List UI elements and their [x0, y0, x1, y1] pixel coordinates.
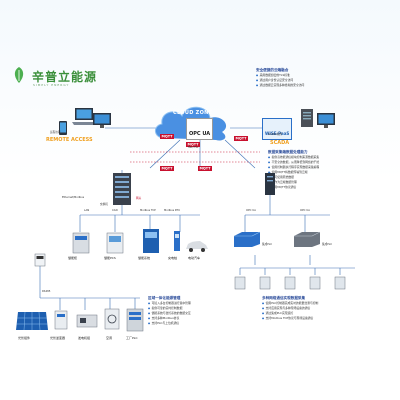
hvac-label: 空调 — [106, 336, 113, 340]
compat-item: 不安全的数据，从而降低到网络的干扰 — [268, 160, 393, 165]
remote-laptop-icon — [72, 106, 98, 132]
energy-item: 支持多种Modbus协议 — [148, 316, 258, 321]
ems-title: 多种网络通信实现数据采集 — [262, 296, 306, 300]
scada-caption: SCADA — [270, 140, 290, 146]
wise-label: WISE-PaaS — [265, 130, 290, 136]
ess-cabinet-icon — [142, 228, 160, 258]
scada-server-icon — [300, 108, 314, 132]
generator-icon — [76, 312, 98, 332]
compat-item: 可作为云端数据管理 — [268, 180, 393, 185]
ems-item: 通过集成PLC实现遥控 — [262, 311, 387, 316]
compat-title: 数据采集端数据处理能力 — [268, 150, 308, 154]
compat-item: 使用MQTT将数据传输到云端 — [268, 170, 393, 175]
compat-panel: 数据采集端数据处理能力 提供高效能通信模块控制来源数据采集 不安全的数据，从而降… — [268, 150, 393, 190]
security-title: 安全便捷的云端融合 — [256, 68, 289, 72]
ems-item: 支持Modbus TCP协议与现场设备通信 — [262, 316, 387, 321]
mqtt-label: MQTT — [186, 141, 200, 147]
energy-panel: 区域一体化能源管理 可接入多台控制器进行集中管理 提供可靠的实时控制数据 储能系… — [148, 296, 258, 326]
field-device-icon — [234, 275, 246, 294]
plc-b-icon — [292, 230, 322, 252]
pv-inverter-label: 光伏逆变器 — [50, 336, 66, 340]
generator-label: 发电机组 — [78, 336, 91, 340]
factory-plc-icon — [126, 308, 144, 336]
pv-panel-icon — [14, 310, 50, 338]
mqtt-band-badge-right: MQTT — [198, 154, 212, 173]
cloud-zone-label: CLOUD ZONE — [173, 110, 213, 116]
can-label: CAN — [112, 209, 118, 212]
ev-label: 充电桩 — [168, 256, 178, 260]
ssl-label: SSL/TSL — [188, 146, 199, 149]
mqtt-label: MQTT — [198, 165, 212, 171]
mqtt-label: MQTT — [160, 165, 174, 171]
mqtt-band-badge-left: MQTT — [160, 154, 174, 173]
ev-charger-icon — [172, 230, 182, 256]
energy-item: 储能系统与监控系统的数据交互 — [148, 311, 258, 316]
security-item: 采用数据加密的TLS标准 — [256, 73, 381, 78]
mqtt-label: MQTT — [234, 135, 248, 141]
hvac-icon — [104, 308, 120, 334]
ess-label: 储能系统 — [138, 256, 151, 260]
brand-name: 辛普立能源 — [32, 70, 98, 84]
remote-monitor-icon — [92, 112, 114, 136]
security-item: 通过用户身份认证安全访问 — [256, 78, 381, 83]
router-label: 交换机 — [100, 203, 108, 206]
lan-label: LAN — [84, 209, 90, 212]
right-switch-icon — [264, 172, 276, 200]
meter-icon — [34, 252, 46, 271]
compat-item: 不可使用原始数据 — [268, 175, 393, 180]
field-device-icon — [334, 275, 346, 294]
mqtt-badge-center: MQTT — [186, 130, 200, 149]
brand-logo-icon — [10, 66, 28, 84]
pv-label: 光伏组件 — [18, 336, 31, 340]
energy-item: 支持PLC与上位机通信 — [148, 321, 258, 326]
gateway-cabinet-icon — [112, 172, 132, 210]
ems-panel: 多种网络通信实现数据采集 使用PLC控制器完成实时的能量监测与控制 支持应用实现… — [262, 296, 387, 321]
gateway-label: 网关 — [136, 197, 142, 200]
modbus-rtu-label: Modbus RTU — [164, 209, 181, 212]
factory-plc-label: 工厂PLC — [126, 336, 138, 340]
pv-inverter-icon — [54, 310, 68, 334]
storage-cabinet-label: 储能柜 — [68, 256, 78, 260]
brand-tagline: SIMPLY ENERGY — [33, 83, 70, 87]
plc-a-icon — [232, 230, 262, 252]
pcs-label: 储能PCS — [104, 256, 116, 260]
plc-a-label: 集成PLC — [262, 243, 273, 246]
energy-title: 区域一体化能源管理 — [148, 296, 181, 300]
compat-item: 使用MQTT协议通信 — [268, 185, 393, 190]
storage-cabinet-icon — [72, 232, 90, 258]
plc-b-label: 集成PLC — [322, 243, 333, 246]
mqtt-badge-right: MQTT — [234, 124, 248, 143]
ethernet-label: Ethernet/Modbus — [62, 196, 85, 199]
wise-badge: WISE-PaaS — [262, 118, 293, 140]
pcs-icon — [106, 232, 124, 258]
rs485-label: RS485 — [42, 290, 51, 293]
right-opcua-label-2: OPC UA — [300, 209, 310, 212]
ems-item: 支持应用实现与多种现场设备的通信 — [262, 306, 387, 311]
right-opcua-label: OPC UA — [246, 209, 256, 212]
energy-item: 提供可靠的实时控制数据 — [148, 306, 258, 311]
scada-label: SCADA软件 — [268, 133, 283, 136]
security-panel: 安全便捷的云端融合 采用数据加密的TLS标准 通过用户身份认证安全访问 通过数据… — [256, 68, 381, 88]
compat-item: 使用控制器执行程序实现数据采集编程 — [268, 165, 393, 170]
field-device-icon — [309, 275, 321, 294]
field-device-icon — [284, 275, 296, 294]
security-item: 通过数据云实现多种终端的安全访问 — [256, 83, 381, 88]
opcua-badge: OPC UA — [186, 118, 214, 140]
opcua-label: OPC UA — [189, 130, 211, 137]
energy-item: 可接入多台控制器进行集中管理 — [148, 301, 258, 306]
ems-item: 使用PLC控制器完成实时的能量监测与控制 — [262, 301, 387, 306]
remote-access-caption: REMOTE ACCESS — [46, 137, 93, 143]
mqtt-badge-left: MQTT — [160, 122, 174, 141]
field-device-icon — [259, 275, 271, 294]
modbus-tcp-label: Modbus TCP — [140, 209, 156, 212]
ev-car-label: 电动汽车 — [188, 256, 201, 260]
remote-phone-icon — [58, 120, 68, 140]
mqtt-label: MQTT — [160, 133, 174, 139]
compat-item: 提供高效能通信模块控制来源数据采集 — [268, 155, 393, 160]
scada-monitor-icon — [316, 112, 338, 134]
remote-label: 远程访问 — [50, 131, 61, 134]
ev-car-icon — [184, 238, 210, 257]
